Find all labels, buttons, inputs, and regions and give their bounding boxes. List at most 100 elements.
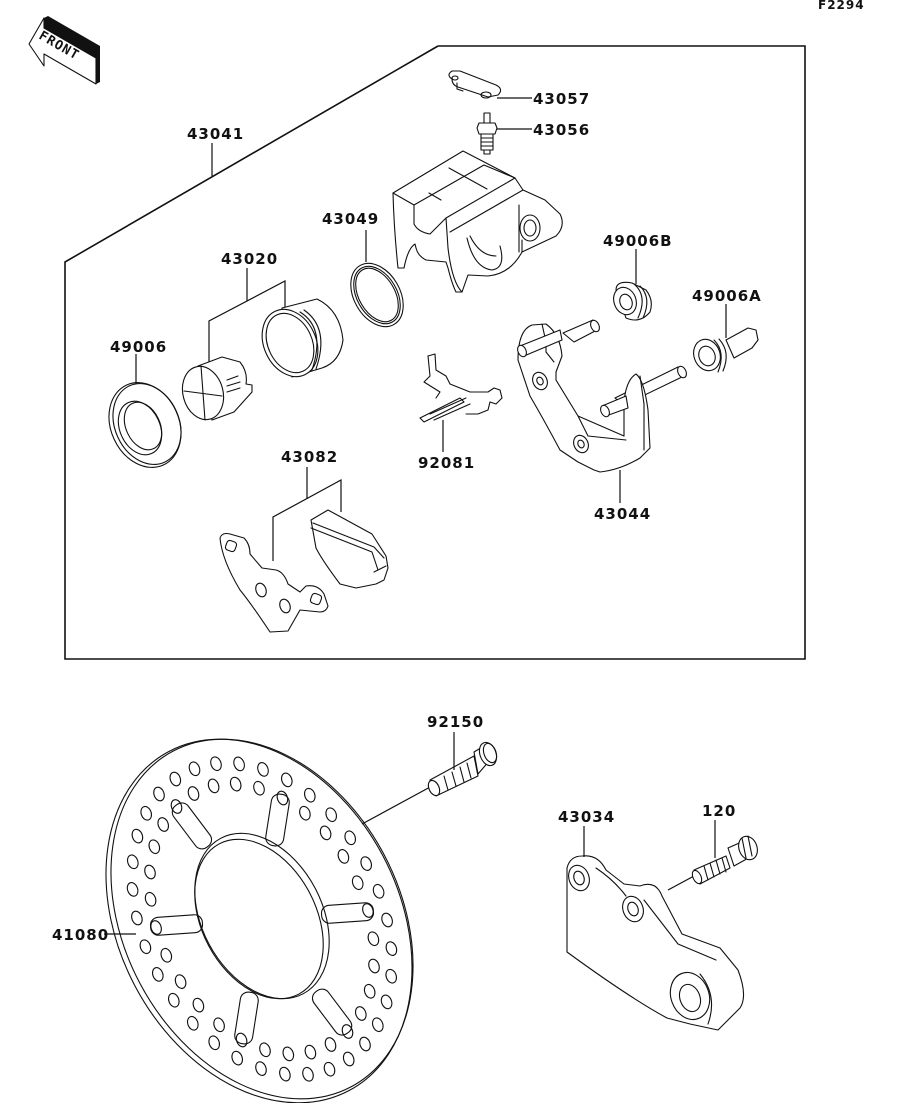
holder-bolt-part[interactable] <box>667 834 761 891</box>
disc-hole <box>371 1017 384 1033</box>
callout-43057[interactable]: 43057 <box>533 90 590 108</box>
disc-hole <box>233 756 245 772</box>
disc-hole <box>319 825 332 841</box>
boot-part[interactable] <box>610 281 652 321</box>
svg-text:43041: 43041 <box>187 125 244 143</box>
brake-pad-part[interactable] <box>310 509 389 589</box>
disc-hole <box>344 830 357 846</box>
svg-text:43057: 43057 <box>533 90 590 108</box>
disc-hole <box>208 1035 221 1051</box>
callout-92081[interactable]: 92081 <box>418 454 475 472</box>
disc-hole <box>231 1050 244 1066</box>
svg-text:43056: 43056 <box>533 121 590 139</box>
disc-hole <box>186 1015 199 1031</box>
disc-slot <box>171 802 213 850</box>
callout-43056[interactable]: 43056 <box>533 121 590 139</box>
callout-43041[interactable]: 43041 <box>187 125 244 143</box>
disc-hole <box>126 854 139 870</box>
disc-slots <box>149 793 375 1045</box>
disc-hole <box>139 939 152 955</box>
callout-49006B[interactable]: 49006B <box>603 232 673 250</box>
disc-hole <box>385 968 398 984</box>
callout-43034[interactable]: 43034 <box>558 808 615 826</box>
brake-disc-part[interactable] <box>45 686 473 1103</box>
disc-hole <box>259 1042 271 1058</box>
figure-id: F2294 <box>818 0 865 12</box>
svg-text:49006A: 49006A <box>692 287 762 305</box>
disc-hole <box>324 1037 337 1052</box>
disc-hole <box>368 958 380 974</box>
disc-hole <box>372 883 385 899</box>
disc-hole <box>342 1051 355 1067</box>
callout-49006A[interactable]: 49006A <box>692 287 762 305</box>
piston-part[interactable] <box>252 298 344 386</box>
disc-hole <box>126 882 139 897</box>
disc-hole <box>210 756 222 772</box>
disc-bolt-part[interactable] <box>361 740 500 825</box>
disc-hole <box>151 967 164 982</box>
disc-hole <box>257 762 269 777</box>
disc-hole <box>279 1066 291 1082</box>
disc-hole <box>354 1006 367 1021</box>
disc-hole <box>229 776 242 792</box>
disc-hole <box>325 807 338 823</box>
disc-hole <box>380 994 393 1010</box>
disc-hole <box>169 771 182 787</box>
disc-hole <box>213 1017 225 1033</box>
callout-92150[interactable]: 92150 <box>427 713 484 731</box>
callout-43020[interactable]: 43020 <box>221 250 278 268</box>
caliper-holder-part[interactable] <box>565 855 745 1031</box>
disc-hole <box>360 856 373 871</box>
disc-hole <box>187 786 200 801</box>
disc-hole <box>385 941 398 956</box>
disc-hole <box>188 761 201 777</box>
disc-hole <box>148 839 161 855</box>
disc-hole <box>140 805 153 821</box>
disc-hole <box>192 997 205 1013</box>
dust-seal-part[interactable] <box>96 371 195 479</box>
callout-120[interactable]: 120 <box>702 802 736 820</box>
svg-text:92081: 92081 <box>418 454 475 472</box>
disc-hole <box>253 780 265 796</box>
bleeder-cap-plate-part[interactable] <box>448 70 502 99</box>
caliper-body-part <box>392 150 563 293</box>
callout-49006[interactable]: 49006 <box>110 338 167 356</box>
disc-slot <box>265 793 290 847</box>
pad-shim-part[interactable] <box>219 532 329 633</box>
disc-hole <box>144 864 156 880</box>
disc-slot <box>320 902 375 924</box>
disc-hole <box>351 875 364 891</box>
front-arrow-icon: FRONT <box>28 16 100 85</box>
callout-43049[interactable]: 43049 <box>322 210 379 228</box>
disc-hole <box>359 1036 371 1052</box>
disc-hole <box>174 974 187 989</box>
disc-slot <box>149 914 204 936</box>
piston-seal-part[interactable] <box>340 254 414 336</box>
disc-hole <box>131 828 144 844</box>
svg-text:43049: 43049 <box>322 210 379 228</box>
disc-hole <box>153 786 165 802</box>
callout-43044[interactable]: 43044 <box>594 505 651 523</box>
kit-outline-box <box>64 45 806 660</box>
disc-hole <box>303 787 316 803</box>
disc-hole <box>381 912 393 928</box>
bleeder-valve-part[interactable] <box>476 112 498 155</box>
pad-spring-part[interactable] <box>419 353 503 423</box>
svg-text:43034: 43034 <box>558 808 615 826</box>
callout-43082[interactable]: 43082 <box>281 448 338 466</box>
disc-hole <box>282 1046 295 1062</box>
disc-hole <box>341 1024 354 1039</box>
disc-hole <box>367 931 380 947</box>
disc-hole <box>337 849 350 864</box>
piston-insulator-part[interactable] <box>177 356 253 424</box>
disc-hole <box>144 891 157 907</box>
caliper-bracket-part[interactable] <box>516 319 688 473</box>
disc-hole <box>280 772 293 788</box>
disc-hole <box>170 799 183 814</box>
disc-hole <box>207 778 220 794</box>
disc-hole <box>302 1066 314 1082</box>
callout-41080[interactable]: 41080 <box>52 926 109 944</box>
svg-text:43020: 43020 <box>221 250 278 268</box>
pin-boot-part[interactable] <box>689 327 759 374</box>
